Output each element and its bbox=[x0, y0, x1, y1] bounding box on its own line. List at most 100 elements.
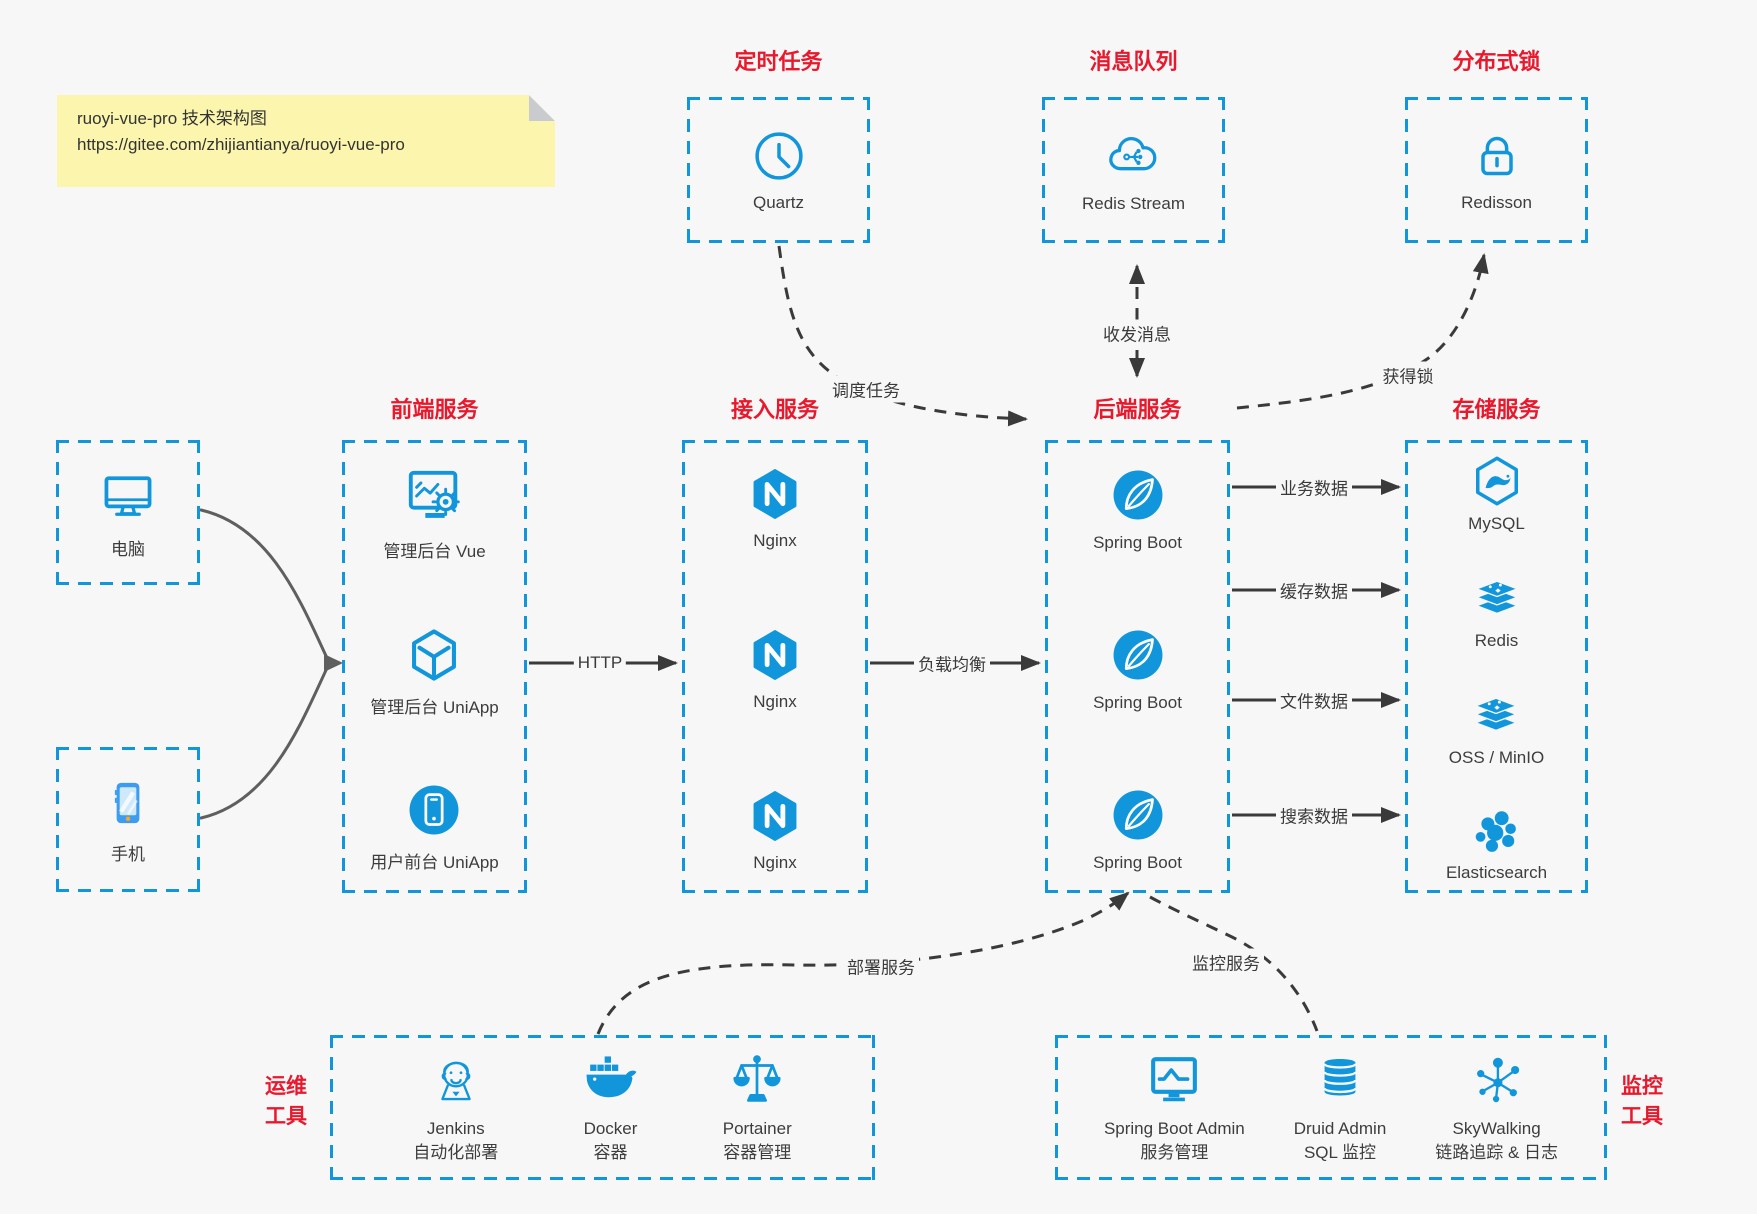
node-label: Elasticsearch bbox=[1445, 863, 1548, 882]
node-jenkins: Jenkins 自动化部署 bbox=[413, 1051, 498, 1165]
node-spring-boot-2: Spring Boot bbox=[1093, 626, 1182, 713]
edge-pc-curve bbox=[199, 508, 329, 660]
tool-desc: 容器管理 bbox=[723, 1142, 792, 1162]
edge-label-send-receive-message: 收发消息 bbox=[1099, 319, 1175, 347]
clock-icon bbox=[751, 128, 807, 184]
node-label: Quartz bbox=[752, 192, 805, 212]
edge-label-search-data: 搜索数据 bbox=[1276, 801, 1352, 829]
uniapp-cube-icon bbox=[405, 626, 463, 684]
node-pc: 电脑 bbox=[98, 466, 158, 560]
title-backend-services: 后端服务 bbox=[1093, 397, 1182, 422]
frontend-services-box: 管理后台 Vue 管理后台 UniApp 用户前台 UniApp bbox=[342, 440, 527, 893]
object-storage-icon bbox=[1469, 689, 1523, 743]
node-nginx-1: Nginx bbox=[747, 466, 803, 551]
druid-icon bbox=[1311, 1051, 1369, 1109]
node-nginx-3: Nginx bbox=[747, 788, 803, 873]
node-phone: 手机 bbox=[100, 775, 156, 865]
edge-label-schedule-task: 调度任务 bbox=[828, 375, 904, 403]
tool-desc: 链路追踪 & 日志 bbox=[1435, 1142, 1559, 1162]
scheduled-task-box: Quartz bbox=[687, 97, 870, 243]
ops-tools-label-line2: 工具 bbox=[265, 1105, 307, 1128]
node-user-uniapp: 用户前台 UniApp bbox=[370, 781, 499, 873]
admin-vue-icon bbox=[404, 466, 466, 528]
node-label: Nginx bbox=[753, 853, 797, 872]
node-label: 电脑 bbox=[111, 539, 145, 559]
spring-boot-icon bbox=[1109, 466, 1167, 524]
elasticsearch-icon bbox=[1470, 806, 1522, 858]
node-druid-admin: Druid Admin SQL 监控 bbox=[1294, 1051, 1386, 1165]
node-elasticsearch: Elasticsearch bbox=[1446, 806, 1547, 883]
tool-desc: SQL 监控 bbox=[1303, 1142, 1377, 1162]
title-distributed-lock: 分布式锁 bbox=[1452, 49, 1541, 74]
docker-icon bbox=[582, 1051, 640, 1109]
node-label: 管理后台 Vue bbox=[383, 542, 486, 561]
node-quartz: Quartz bbox=[751, 128, 807, 213]
edge-label-load-balance: 负载均衡 bbox=[914, 649, 990, 677]
client-phone-box: 手机 bbox=[56, 747, 200, 892]
edge-label-file-data: 文件数据 bbox=[1276, 686, 1352, 714]
edge-monitor-service bbox=[1149, 895, 1319, 1032]
node-portainer: Portainer 容器管理 bbox=[723, 1051, 792, 1165]
tool-name: Jenkins bbox=[426, 1118, 485, 1138]
node-docker: Docker 容器 bbox=[582, 1051, 640, 1165]
skywalking-icon bbox=[1468, 1051, 1526, 1109]
title-message-queue: 消息队列 bbox=[1089, 49, 1178, 74]
edge-clients-to-frontend bbox=[199, 508, 329, 820]
nginx-icon bbox=[747, 788, 803, 844]
edge-phone-curve bbox=[199, 666, 329, 820]
node-redis: Redis bbox=[1470, 572, 1524, 651]
tool-name: Docker bbox=[583, 1118, 638, 1138]
title-frontend-services: 前端服务 bbox=[390, 397, 479, 422]
node-label: Spring Boot bbox=[1093, 693, 1182, 712]
spring-boot-icon bbox=[1109, 786, 1167, 844]
node-mysql: MySQL bbox=[1468, 453, 1525, 534]
ops-tools-box: Jenkins 自动化部署 Docker 容器 Portainer 容器管理 bbox=[330, 1035, 875, 1180]
lock-icon bbox=[1469, 128, 1525, 184]
tool-name: Spring Boot Admin bbox=[1103, 1118, 1245, 1138]
node-label: Nginx bbox=[753, 692, 797, 711]
node-redis-stream: Redis Stream bbox=[1082, 127, 1185, 214]
edge-deploy-service bbox=[596, 891, 1130, 1035]
message-queue-box: Redis Stream bbox=[1042, 97, 1225, 243]
tool-desc: 容器 bbox=[593, 1142, 628, 1162]
cloud-stream-icon bbox=[1104, 127, 1162, 185]
title-scheduled-task: 定时任务 bbox=[734, 49, 823, 74]
edge-label-deploy-service: 部署服务 bbox=[843, 952, 919, 980]
distributed-lock-box: Redisson bbox=[1405, 97, 1588, 243]
node-label: 手机 bbox=[111, 844, 145, 864]
node-label: Spring Boot bbox=[1093, 533, 1182, 552]
edge-acquire-lock bbox=[1236, 253, 1489, 410]
desktop-icon bbox=[98, 466, 158, 526]
edge-label-acquire-lock: 获得锁 bbox=[1378, 361, 1438, 389]
node-admin-vue: 管理后台 Vue bbox=[383, 466, 486, 562]
node-redisson: Redisson bbox=[1461, 128, 1532, 213]
redis-stack-icon bbox=[1470, 572, 1524, 626]
edge-clients-arrowhead bbox=[324, 654, 343, 672]
monitoring-tools-label-line2: 工具 bbox=[1621, 1105, 1663, 1128]
node-skywalking: SkyWalking 链路追踪 & 日志 bbox=[1435, 1051, 1558, 1165]
spring-boot-icon bbox=[1109, 626, 1167, 684]
edge-label-business-data: 业务数据 bbox=[1276, 473, 1352, 501]
node-label: 用户前台 UniApp bbox=[370, 853, 499, 872]
ops-tools-label-line1: 运维 bbox=[265, 1075, 307, 1098]
node-label: 管理后台 UniApp bbox=[370, 697, 499, 717]
edge-label-monitor-service: 监控服务 bbox=[1188, 948, 1264, 976]
node-spring-boot-3: Spring Boot bbox=[1093, 786, 1182, 873]
smartphone-icon bbox=[100, 775, 156, 831]
node-label: Nginx bbox=[753, 531, 797, 550]
title-storage-services: 存储服务 bbox=[1452, 397, 1541, 422]
note-url[interactable]: https://gitee.com/zhijiantianya/ruoyi-vu… bbox=[77, 134, 405, 154]
mysql-icon bbox=[1469, 453, 1525, 509]
node-label: Redis bbox=[1474, 631, 1519, 650]
backend-services-box: Spring Boot Spring Boot Spring Boot bbox=[1045, 440, 1230, 893]
tool-name: Portainer bbox=[722, 1118, 792, 1138]
edge-label-cache-data: 缓存数据 bbox=[1276, 576, 1352, 604]
jenkins-icon bbox=[427, 1051, 485, 1109]
node-admin-uniapp: 管理后台 UniApp bbox=[370, 626, 499, 718]
node-label: Spring Boot bbox=[1093, 853, 1182, 872]
title-access-services: 接入服务 bbox=[730, 397, 819, 422]
edge-label-http: HTTP bbox=[573, 652, 627, 674]
node-label: Redis Stream bbox=[1082, 193, 1185, 213]
node-nginx-2: Nginx bbox=[747, 627, 803, 712]
